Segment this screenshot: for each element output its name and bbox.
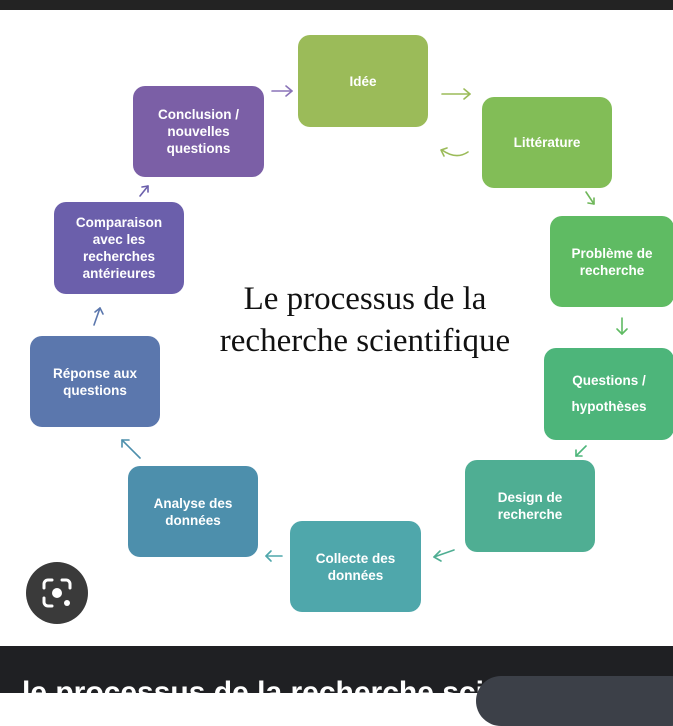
arrow-idee-to-litterature — [441, 88, 471, 100]
step-questions-hypotheses: Questions / hypothèses — [544, 348, 673, 440]
cycle-arrows — [93, 85, 628, 562]
step-idee: Idée — [298, 35, 428, 127]
visit-button[interactable] — [476, 676, 673, 726]
arrow-conclusion-to-idee — [271, 85, 293, 97]
step-conclusion: Conclusion / nouvelles questions — [133, 86, 264, 177]
arrow-probleme-to-questions — [616, 317, 628, 335]
arrow-design-to-collecte — [433, 549, 455, 562]
top-bar — [0, 0, 673, 10]
step-collecte-des-donnees: Collecte des données — [290, 521, 421, 612]
step-reponse-aux-questions: Réponse aux questions — [30, 336, 160, 427]
diagram-title: Le processus de la recherche scientifiqu… — [219, 281, 511, 359]
step-design-de-recherche: Design de recherche — [465, 460, 595, 552]
step-comparaison: Comparaison avec les recherches antérieu… — [54, 202, 184, 294]
arrow-collecte-to-analyse — [265, 550, 283, 562]
arrow-litterature-curve — [440, 147, 469, 157]
arrow-reponse-to-comparaison — [93, 307, 104, 326]
step-probleme-de-recherche: Problème de recherche — [550, 216, 673, 307]
lens-search-icon — [42, 578, 72, 608]
arrow-questions-to-design — [575, 445, 587, 457]
arrow-litterature-to-probleme — [585, 191, 595, 205]
step-analyse-des-donnees: Analyse des données — [128, 466, 258, 557]
arrow-comparaison-to-conclusion — [139, 185, 149, 197]
arrow-analyse-to-reponse — [121, 439, 141, 459]
lens-button[interactable] — [26, 562, 88, 624]
step-litterature: Littérature — [482, 97, 612, 188]
